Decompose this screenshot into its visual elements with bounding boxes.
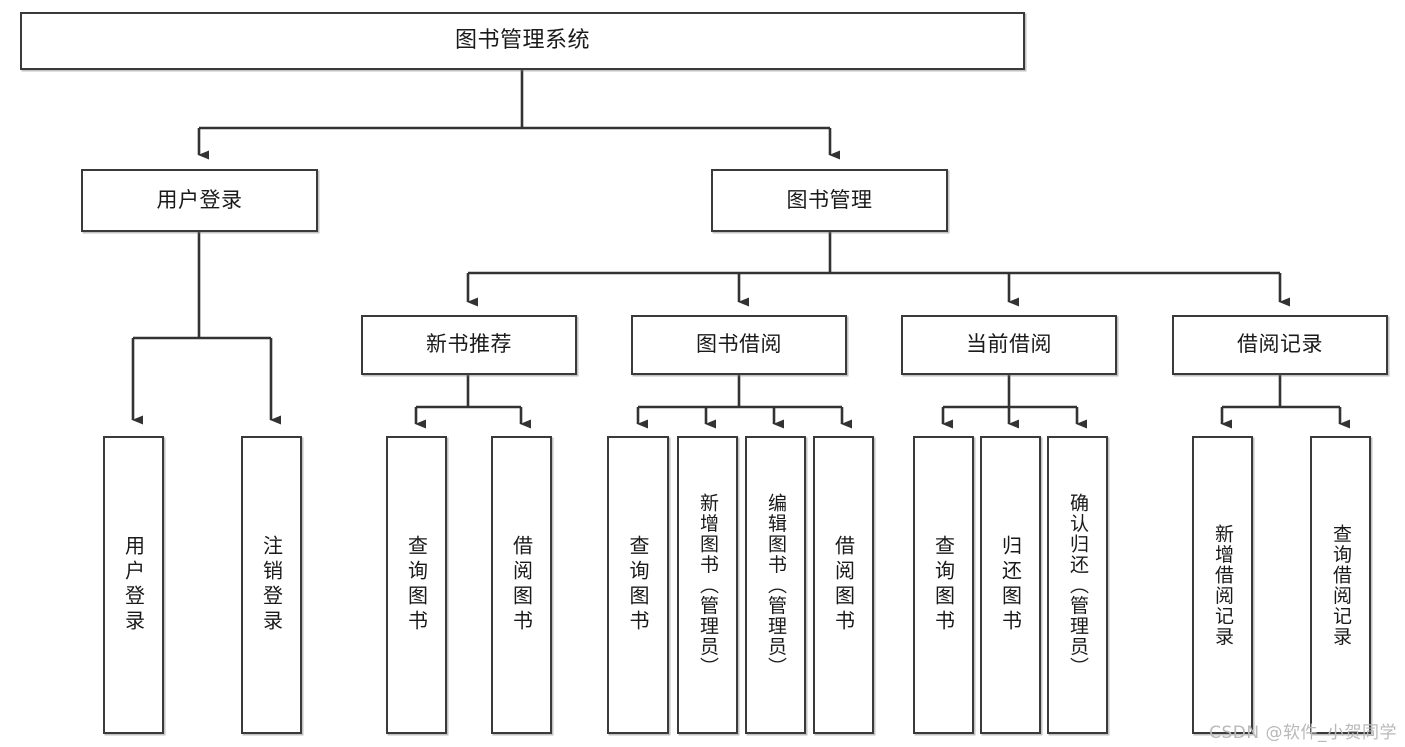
node-label: 确认归还（管理员） bbox=[1067, 492, 1089, 678]
leaf-logout[interactable]: 注销登录 bbox=[241, 436, 302, 734]
leaf-borrow-book-newbook[interactable]: 借阅图书 bbox=[491, 436, 552, 734]
node-label: 归还图书 bbox=[998, 535, 1023, 635]
leaf-query-book-borrow[interactable]: 查询图书 bbox=[607, 436, 669, 734]
node-user-login[interactable]: 用户登录 bbox=[81, 169, 318, 232]
node-borrowing-record[interactable]: 借阅记录 bbox=[1172, 315, 1388, 375]
leaf-borrow-book[interactable]: 借阅图书 bbox=[813, 436, 874, 734]
node-label: 图书管理 bbox=[786, 187, 873, 212]
node-label: 当前借阅 bbox=[966, 332, 1052, 357]
leaf-query-borrow-record[interactable]: 查询借阅记录 bbox=[1310, 436, 1371, 734]
leaf-add-borrow-record[interactable]: 新增借阅记录 bbox=[1192, 436, 1253, 734]
node-label: 借阅图书 bbox=[509, 535, 534, 635]
node-label: 查询借阅记录 bbox=[1330, 523, 1352, 647]
leaf-edit-book-admin[interactable]: 编辑图书（管理员） bbox=[745, 436, 806, 734]
node-label: 查询图书 bbox=[931, 535, 956, 635]
node-label: 借阅图书 bbox=[831, 535, 856, 635]
node-label: 借阅记录 bbox=[1237, 332, 1323, 357]
node-label: 用户登录 bbox=[121, 535, 146, 635]
node-label: 用户登录 bbox=[156, 187, 243, 212]
leaf-query-book-newbook[interactable]: 查询图书 bbox=[386, 436, 447, 734]
node-label: 新增图书（管理员） bbox=[697, 492, 719, 678]
leaf-add-book-admin[interactable]: 新增图书（管理员） bbox=[677, 436, 738, 734]
node-label: 编辑图书（管理员） bbox=[765, 492, 787, 678]
leaf-return-book[interactable]: 归还图书 bbox=[980, 436, 1041, 734]
node-label: 图书管理系统 bbox=[454, 27, 590, 53]
node-label: 图书借阅 bbox=[696, 332, 782, 357]
leaf-confirm-return-admin[interactable]: 确认归还（管理员） bbox=[1047, 436, 1108, 734]
node-label: 新增借阅记录 bbox=[1212, 523, 1234, 647]
leaf-user-login[interactable]: 用户登录 bbox=[103, 436, 164, 734]
node-label: 注销登录 bbox=[259, 535, 284, 635]
node-book-management[interactable]: 图书管理 bbox=[711, 169, 948, 232]
node-current-borrowing[interactable]: 当前借阅 bbox=[901, 315, 1117, 375]
node-label: 查询图书 bbox=[404, 535, 429, 635]
node-book-borrowing[interactable]: 图书借阅 bbox=[631, 315, 847, 375]
node-root-book-management-system[interactable]: 图书管理系统 bbox=[20, 12, 1025, 70]
node-new-book-recommendation[interactable]: 新书推荐 bbox=[361, 315, 577, 375]
node-label: 新书推荐 bbox=[426, 332, 512, 357]
leaf-query-book-current[interactable]: 查询图书 bbox=[913, 436, 974, 734]
node-label: 查询图书 bbox=[626, 535, 650, 635]
csdn-watermark: CSDN @软件_小贺同学 bbox=[1209, 723, 1397, 743]
